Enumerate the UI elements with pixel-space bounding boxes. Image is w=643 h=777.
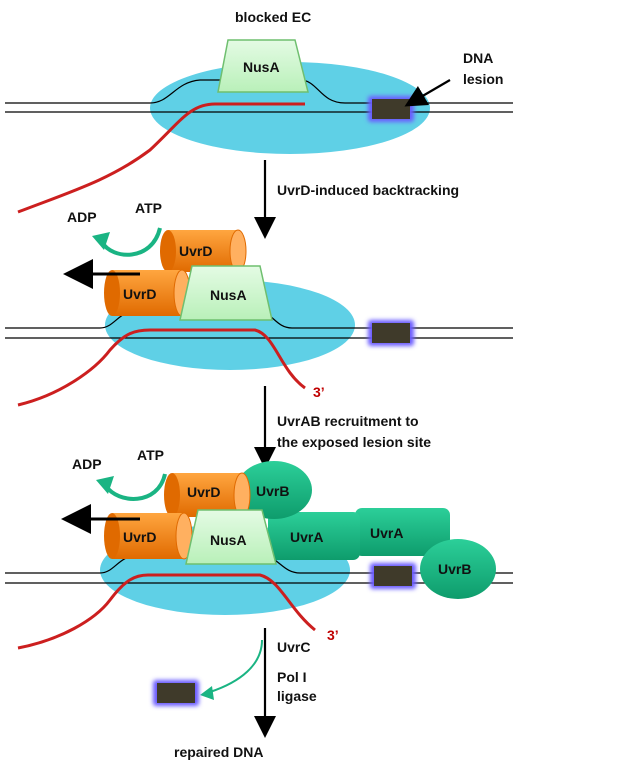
panel-backtracking: 3’ UvrD UvrD NusA ADP ATP [5, 200, 513, 407]
nusa-label: NusA [243, 59, 280, 75]
atp-label-2: ATP [135, 200, 162, 216]
nusa-protein [217, 39, 309, 93]
rna-transcript [17, 102, 305, 214]
step-arrow-3: UvrC Pol I ligase repaired DNA [153, 628, 317, 760]
uvrd-lower-end [104, 270, 120, 316]
adp-label-3: ADP [72, 456, 102, 472]
uvra-right-label: UvrA [370, 525, 403, 541]
uvrd-upper-body [168, 230, 238, 272]
step-arrow-2: UvrAB recruitment to the exposed lesion … [254, 386, 431, 469]
three-prime-2: 3’ [313, 384, 325, 400]
panel-blocked-ec: blocked EC NusA DNA lesion [5, 9, 513, 214]
uvrd-upper-3-label: UvrD [187, 484, 220, 500]
pol-label-line2: ligase [277, 688, 317, 704]
uvra-left-label: UvrA [290, 529, 323, 545]
lesion-pointer-arrow [404, 79, 451, 107]
step2-label-line1: UvrAB recruitment to [277, 413, 419, 429]
atp-arrowhead-2 [92, 232, 110, 250]
uvrc-label: UvrC [277, 639, 310, 655]
excision-arrow [209, 639, 263, 693]
uvrd-lower-label: UvrD [123, 286, 156, 302]
uvrb-right-label: UvrB [438, 561, 471, 577]
uvrd-upper: UvrD [160, 229, 247, 273]
title-blocked-ec: blocked EC [235, 9, 311, 25]
uvrd-lower-3-body [112, 513, 184, 559]
uvrd-lower-body [112, 270, 182, 316]
uvra-left [268, 512, 360, 560]
dna-lesion [372, 99, 410, 119]
uvrd-upper-end [160, 230, 176, 272]
nusa-label-2: NusA [210, 287, 247, 303]
nusa-protein-2 [179, 265, 273, 321]
nusa-label-3: NusA [210, 532, 247, 548]
panel-uvrab-recruitment: 3’ UvrA UvrB UvrA UvrB UvrD UvrD [5, 447, 513, 650]
lesion-label-line2: lesion [463, 71, 503, 87]
uvrd-lower: UvrD [104, 269, 191, 317]
uvrb-right [420, 539, 496, 599]
final-label: repaired DNA [174, 744, 263, 760]
pol-label-line1: Pol I [277, 669, 307, 685]
three-prime-3: 3’ [327, 627, 339, 643]
dna-lesion-2 [372, 323, 410, 343]
atp-arrowhead-3 [96, 476, 114, 494]
uvrb-left-label: UvrB [256, 483, 289, 499]
lesion-label-line1: DNA [463, 50, 493, 66]
step-arrow-1: UvrD-induced backtracking [254, 160, 459, 239]
atp-label-3: ATP [137, 447, 164, 463]
nusa-protein-3 [185, 509, 277, 565]
uvrd-upper-label: UvrD [179, 243, 212, 259]
uvrb-left [236, 461, 312, 519]
atp-hydrolysis-arrow-2 [100, 227, 162, 257]
step2-label-line2: the exposed lesion site [277, 434, 431, 450]
uvrd-lower-3: UvrD [104, 512, 193, 560]
excision-arrowhead [200, 686, 214, 700]
rna-transcript-2 [17, 328, 306, 407]
rna-transcript-3 [17, 573, 316, 650]
uvrd-lower-3-label: UvrD [123, 529, 156, 545]
dna-lesion-3 [374, 566, 412, 586]
step1-label: UvrD-induced backtracking [277, 182, 459, 198]
uvrd-lower-3-end [104, 513, 120, 559]
uvrd-upper-3-end [164, 473, 180, 517]
excised-lesion [157, 683, 195, 703]
adp-label-2: ADP [67, 209, 97, 225]
uvra-right [355, 508, 450, 556]
atp-hydrolysis-arrow-3 [104, 473, 167, 501]
